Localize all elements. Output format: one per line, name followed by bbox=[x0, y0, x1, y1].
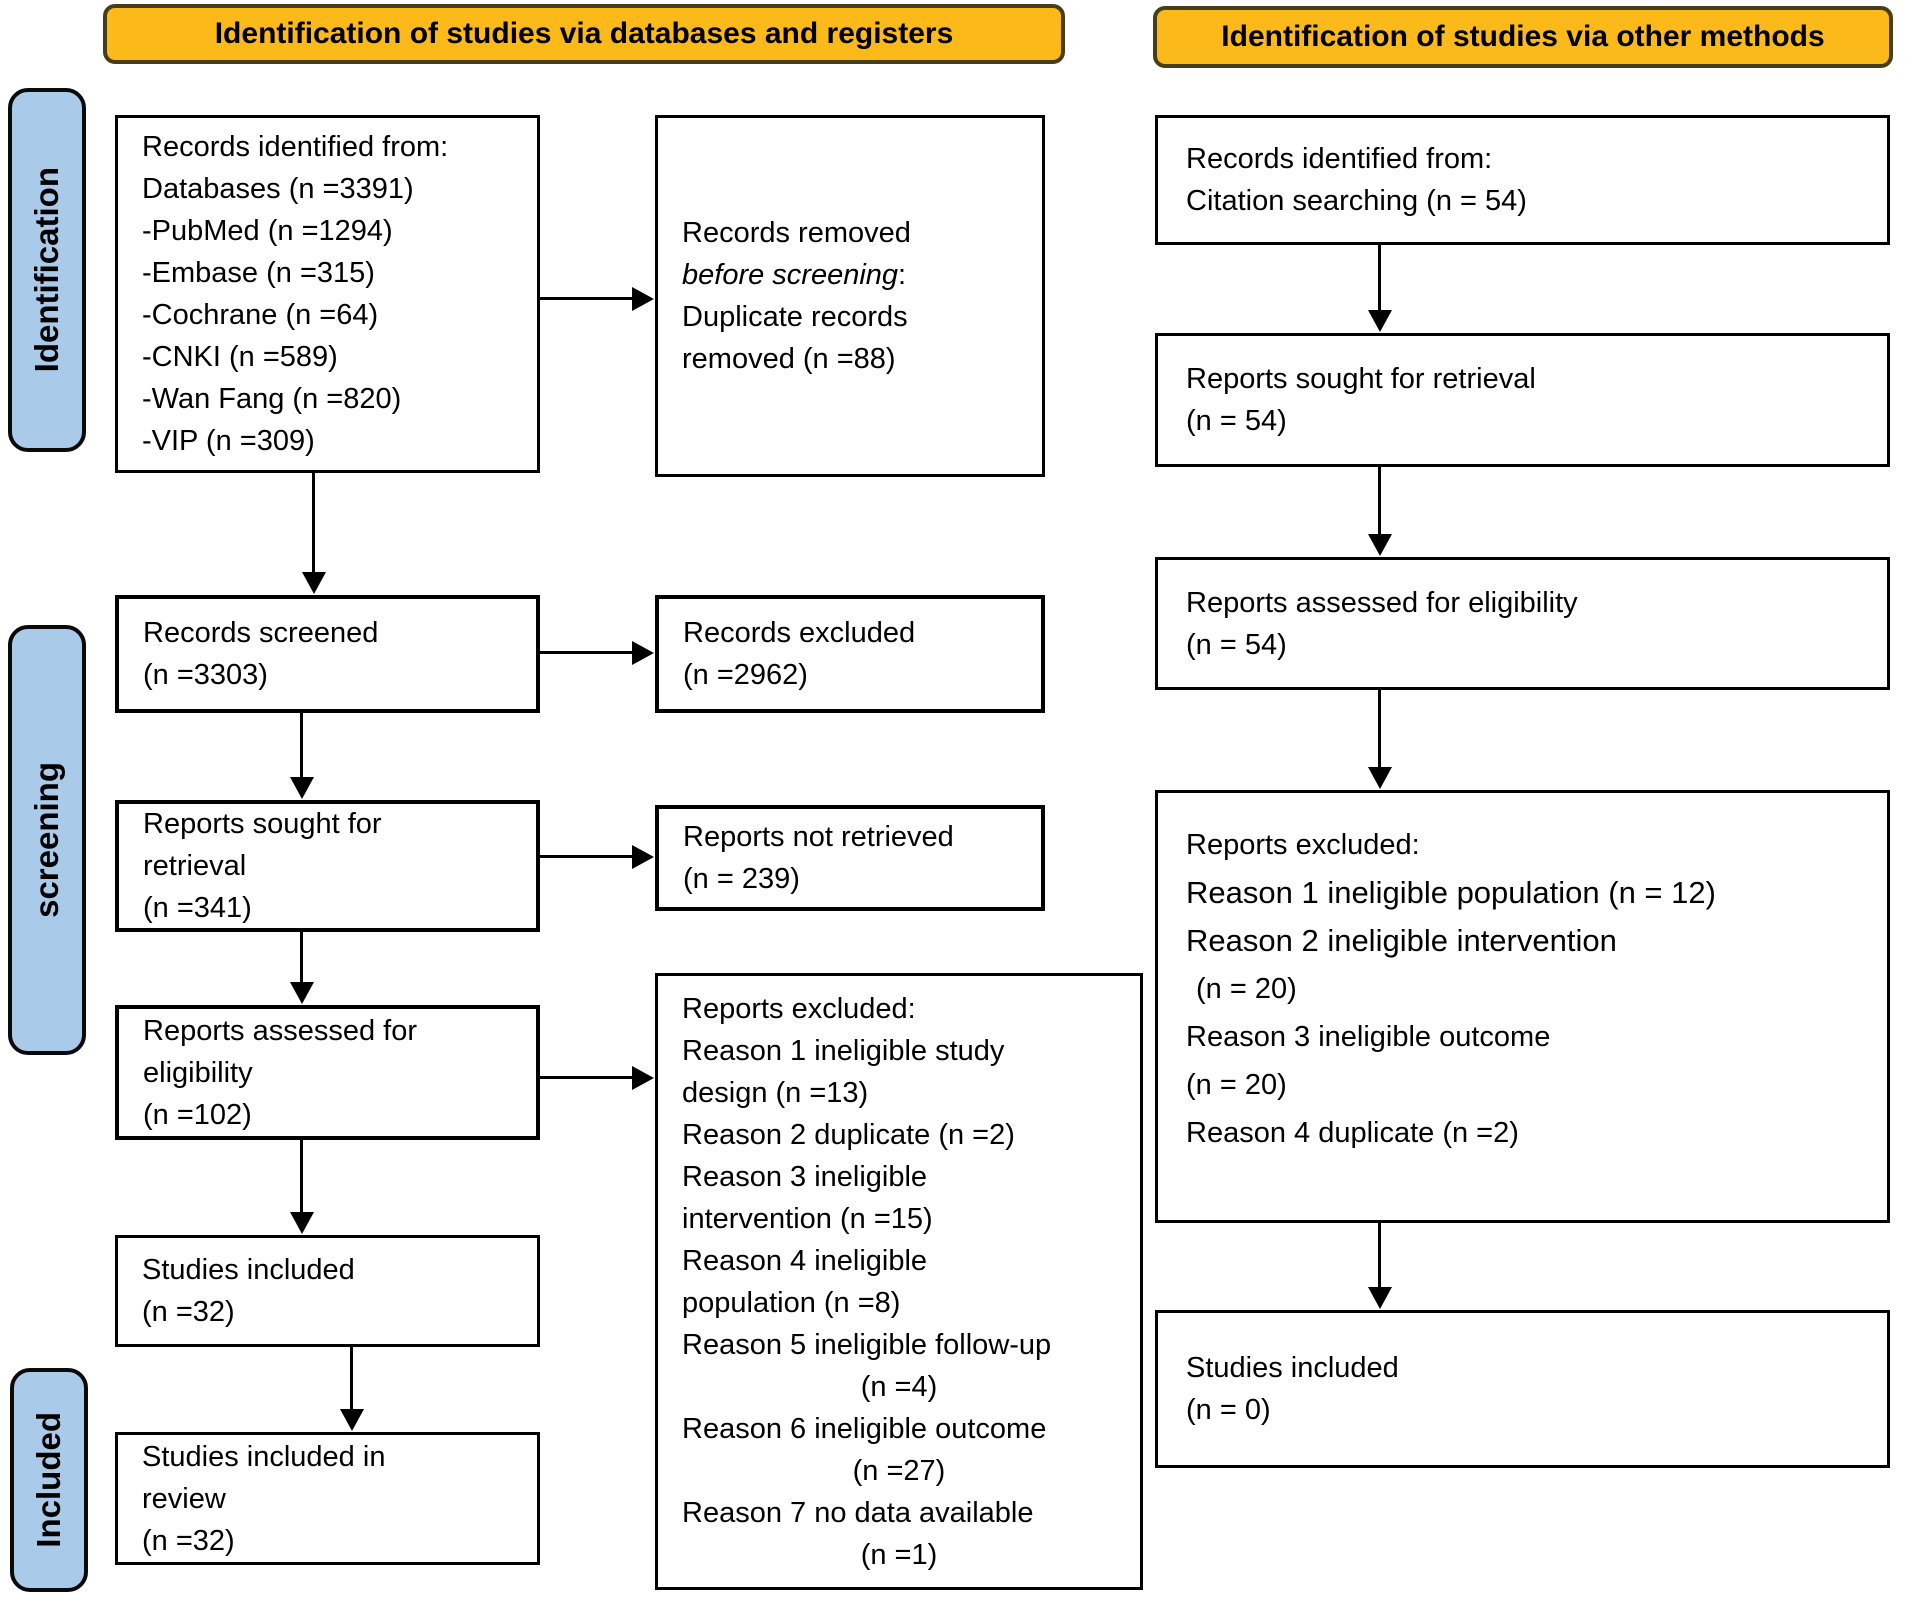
box-line: (n =3303) bbox=[143, 659, 268, 691]
box-studies-included-left: Studies included (n =32) bbox=[115, 1235, 540, 1347]
box-line: Records removed bbox=[682, 217, 911, 249]
box-line: Reason 7 no data available bbox=[682, 1496, 1034, 1529]
box-line: before screening: bbox=[682, 254, 1032, 296]
box-records-identified-databases: Records identified from: Databases (n =3… bbox=[115, 115, 540, 473]
box-line: (n =102) bbox=[143, 1098, 252, 1131]
box-line: design (n =13) bbox=[682, 1076, 869, 1109]
arrow-down-identified-to-screened bbox=[301, 473, 326, 594]
box-line: review bbox=[142, 1482, 226, 1515]
box-line: (n = 20) bbox=[1196, 973, 1297, 1005]
box-reports-assessed-right: Reports assessed for eligibility (n = 54… bbox=[1155, 557, 1890, 690]
box-line: Reports excluded: bbox=[682, 992, 916, 1025]
box-line: -Embase (n =315) bbox=[142, 257, 375, 289]
box-line: Records identified from: bbox=[1186, 143, 1493, 175]
box-line: Reason 2 ineligible intervention bbox=[1186, 923, 1617, 958]
box-line: Studies included bbox=[142, 1254, 355, 1286]
box-line: population (n =8) bbox=[682, 1286, 901, 1319]
box-line: Citation searching (n = 54) bbox=[1186, 185, 1527, 217]
box-line: retrieval bbox=[143, 850, 247, 882]
phase-label-screening: screening bbox=[8, 625, 86, 1055]
header-other-methods-label: Identification of studies via other meth… bbox=[1221, 20, 1825, 53]
box-line: (n = 20) bbox=[1186, 1069, 1287, 1101]
box-line: Reason 1 ineligible population (n = 12) bbox=[1186, 875, 1716, 910]
arrow-down-assessed-to-excluded-right bbox=[1367, 690, 1392, 789]
box-line: (n =2962) bbox=[683, 659, 808, 691]
box-line: (n =27) bbox=[852, 1454, 946, 1487]
box-line: Studies included bbox=[1186, 1352, 1399, 1384]
box-studies-included-review: Studies included in review (n =32) bbox=[115, 1432, 540, 1565]
phase-label-included: Included bbox=[10, 1368, 88, 1592]
box-line: Reason 4 ineligible bbox=[682, 1244, 928, 1277]
header-databases-registers-label: Identification of studies via databases … bbox=[214, 17, 954, 50]
arrow-down-included-to-review bbox=[339, 1347, 364, 1431]
colon: : bbox=[898, 259, 907, 291]
box-line: intervention (n =15) bbox=[682, 1202, 933, 1235]
box-line: Reports assessed for bbox=[143, 1014, 418, 1047]
box-line: (n =341) bbox=[143, 892, 252, 924]
box-line: Reason 2 duplicate (n =2) bbox=[682, 1118, 1015, 1151]
box-line: (n =32) bbox=[142, 1296, 235, 1328]
box-line: Reports sought for retrieval bbox=[1186, 363, 1536, 395]
box-records-removed-before-screening: Records removed before screening: Duplic… bbox=[655, 115, 1045, 477]
box-line: Reason 3 ineligible outcome bbox=[1186, 1021, 1551, 1053]
box-line: -Cochrane (n =64) bbox=[142, 299, 379, 331]
box-line: removed (n =88) bbox=[682, 343, 896, 375]
phase-label-included-text: Included bbox=[30, 1412, 67, 1548]
box-reports-sought-left: Reports sought for retrieval (n =341) bbox=[115, 800, 540, 932]
arrow-down-citation-to-sought bbox=[1367, 245, 1392, 332]
arrow-down-assessed-to-included bbox=[289, 1140, 314, 1234]
arrow-down-sought-to-assessed-right bbox=[1367, 467, 1392, 556]
arrow-right-sought-to-notretrieved bbox=[540, 844, 654, 869]
box-line: -Wan Fang (n =820) bbox=[142, 383, 402, 415]
box-line: (n = 239) bbox=[683, 863, 800, 895]
italic-phrase: before screening bbox=[682, 259, 899, 291]
box-line: -PubMed (n =1294) bbox=[142, 215, 393, 247]
box-line: -CNKI (n =589) bbox=[142, 341, 338, 373]
box-line: Reports not retrieved bbox=[683, 821, 954, 853]
arrow-down-screened-to-sought bbox=[289, 713, 314, 799]
box-reports-excluded-reasons-left: Reports excluded: Reason 1 ineligible st… bbox=[655, 973, 1143, 1590]
box-line: Reason 3 ineligible bbox=[682, 1160, 928, 1193]
phase-label-identification: Identification bbox=[8, 88, 86, 452]
box-records-excluded: Records excluded (n =2962) bbox=[655, 595, 1045, 713]
box-reports-not-retrieved: Reports not retrieved (n = 239) bbox=[655, 805, 1045, 911]
box-line: Studies included in bbox=[142, 1440, 386, 1473]
box-records-screened: Records screened (n =3303) bbox=[115, 595, 540, 713]
box-line: (n = 0) bbox=[1186, 1394, 1271, 1426]
box-line: Reports sought for bbox=[143, 808, 382, 840]
box-line: (n =4) bbox=[860, 1370, 938, 1403]
arrow-right-assessed-to-reasons bbox=[540, 1065, 654, 1090]
arrow-right-identified-to-removed bbox=[540, 286, 654, 311]
arrow-down-excluded-to-included-right bbox=[1367, 1223, 1392, 1309]
box-line: eligibility bbox=[143, 1056, 253, 1089]
arrow-right-screened-to-excluded bbox=[540, 640, 654, 665]
box-line: -VIP (n =309) bbox=[142, 425, 315, 457]
box-reports-sought-right: Reports sought for retrieval (n = 54) bbox=[1155, 333, 1890, 467]
box-line: (n =1) bbox=[860, 1538, 938, 1571]
box-line: Reports excluded: bbox=[1186, 829, 1420, 861]
box-line: (n = 54) bbox=[1186, 405, 1287, 437]
box-line: Reports assessed for eligibility bbox=[1186, 586, 1578, 619]
box-line: Records identified from: bbox=[142, 131, 449, 163]
header-databases-registers: Identification of studies via databases … bbox=[103, 4, 1065, 64]
box-line: Reason 4 duplicate (n =2) bbox=[1186, 1117, 1519, 1149]
arrow-down-sought-to-assessed bbox=[289, 932, 314, 1004]
box-line: Reason 1 ineligible study bbox=[682, 1034, 1005, 1067]
box-line: Duplicate records bbox=[682, 301, 908, 333]
box-reports-assessed-left: Reports assessed for eligibility (n =102… bbox=[115, 1005, 540, 1140]
phase-label-identification-text: Identification bbox=[28, 167, 65, 373]
box-line: Records excluded bbox=[683, 617, 916, 649]
box-studies-included-right: Studies included (n = 0) bbox=[1155, 1310, 1890, 1468]
header-other-methods: Identification of studies via other meth… bbox=[1153, 6, 1893, 68]
box-reports-excluded-reasons-right: Reports excluded: Reason 1 ineligible po… bbox=[1155, 790, 1890, 1223]
box-line: Reason 6 ineligible outcome bbox=[682, 1412, 1047, 1445]
box-line: Databases (n =3391) bbox=[142, 173, 414, 205]
box-records-identified-citation: Records identified from: Citation search… bbox=[1155, 115, 1890, 245]
box-line: (n = 54) bbox=[1186, 628, 1287, 661]
box-line: Records screened bbox=[143, 617, 379, 649]
box-line: Reason 5 ineligible follow-up bbox=[682, 1328, 1052, 1361]
phase-label-screening-text: screening bbox=[28, 762, 65, 918]
box-line: (n =32) bbox=[142, 1524, 235, 1557]
